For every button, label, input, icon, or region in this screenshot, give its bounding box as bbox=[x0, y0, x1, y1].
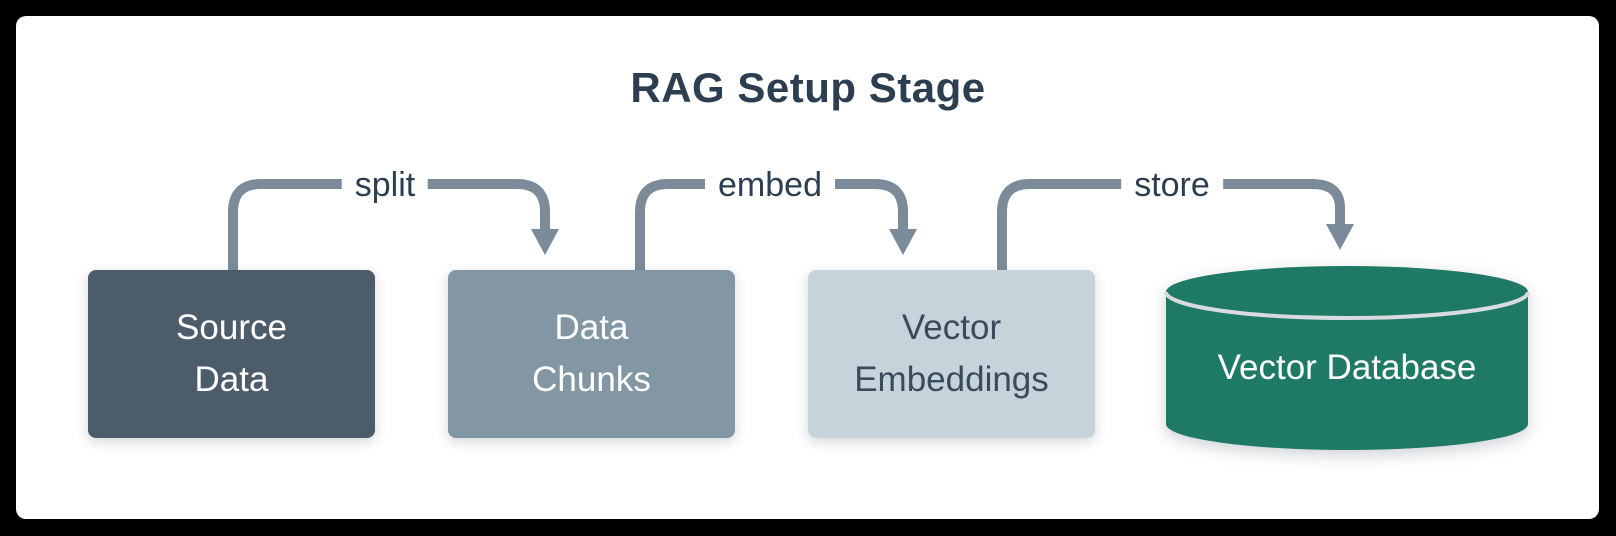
cylinder-rim-line bbox=[1164, 291, 1530, 320]
node-source-data-line1: Source bbox=[176, 308, 287, 347]
edge-label-split: split bbox=[341, 163, 429, 207]
node-vector-embeddings: Vector Embeddings bbox=[808, 270, 1095, 438]
node-vector-embeddings-line2: Embeddings bbox=[854, 360, 1049, 399]
edge-label-embed: embed bbox=[705, 163, 835, 207]
node-data-chunks-line1: Data bbox=[554, 308, 629, 347]
node-source-data-line2: Data bbox=[194, 360, 269, 399]
cylinder-top-cap bbox=[1166, 266, 1528, 318]
node-source-data: Source Data bbox=[88, 270, 375, 438]
vector-database-cylinder bbox=[1164, 266, 1530, 450]
edge-label-store: store bbox=[1121, 163, 1223, 207]
node-vector-embeddings-line1: Vector bbox=[901, 308, 1002, 347]
node-data-chunks-line2: Chunks bbox=[532, 360, 651, 399]
node-vector-database-label: Vector Database bbox=[1217, 348, 1477, 387]
cylinder-body bbox=[1166, 292, 1528, 450]
node-data-chunks: Data Chunks bbox=[448, 270, 735, 438]
page-title: RAG Setup Stage bbox=[630, 64, 986, 111]
